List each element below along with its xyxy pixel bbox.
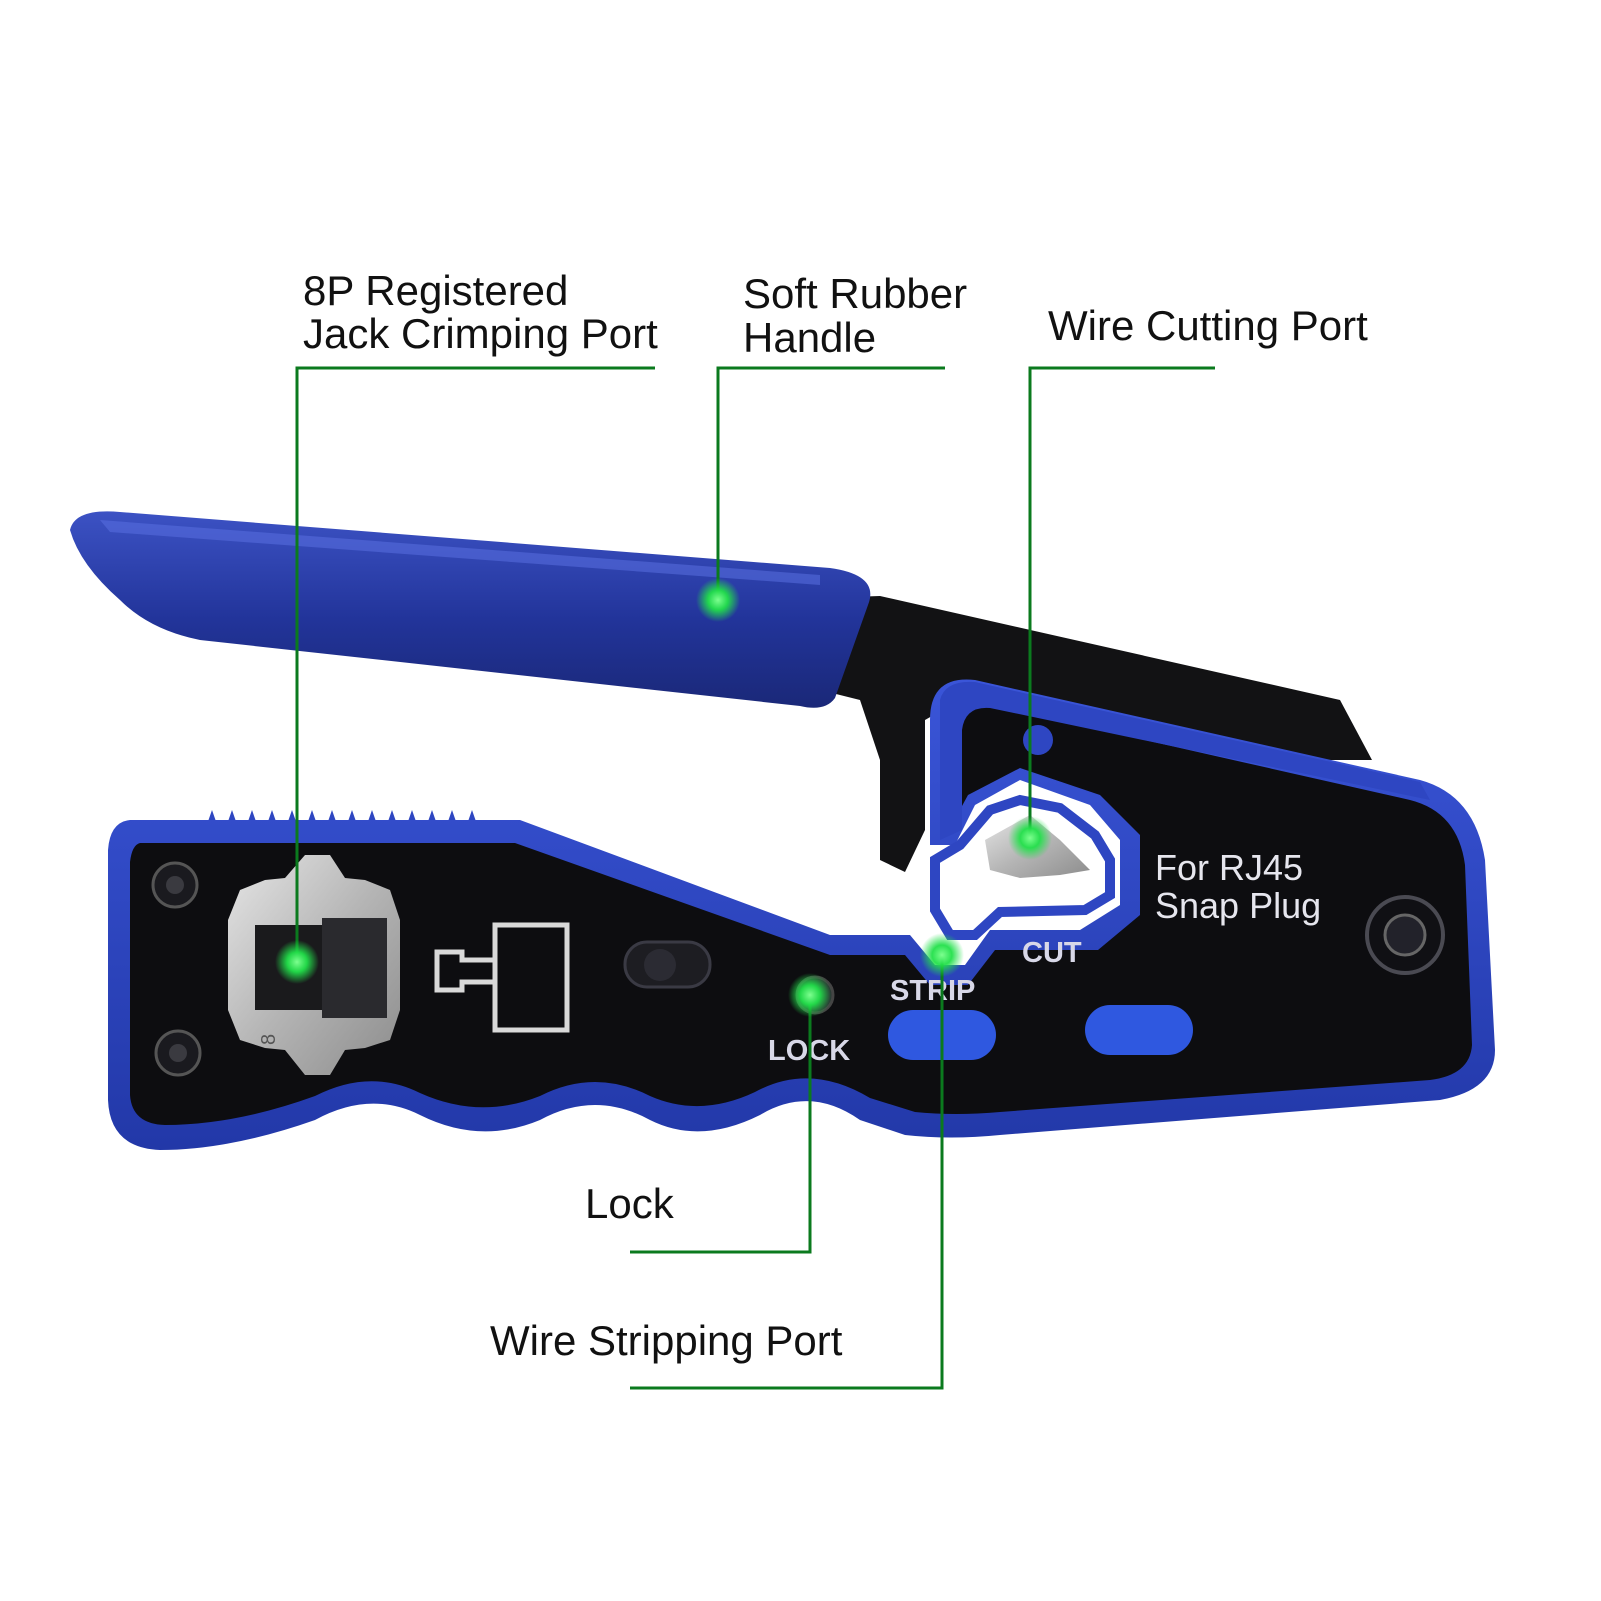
leader-handle — [716, 366, 945, 600]
cutting-jaw-frame — [940, 681, 1430, 840]
leader-crimp-port — [295, 366, 655, 962]
marker-lock — [788, 973, 832, 1017]
callout-markers — [275, 578, 1052, 1017]
screw-top-left — [151, 861, 199, 909]
label-stripping-port: Wire Stripping Port — [490, 1317, 843, 1364]
leader-cutting-port — [1028, 366, 1215, 838]
label-handle-line1: Soft Rubber — [743, 270, 967, 317]
rj-port-outline — [434, 922, 570, 1033]
leader-lock — [630, 995, 812, 1254]
screw-bottom-left — [154, 1029, 202, 1077]
upper-handle — [70, 511, 1372, 872]
marker-handle — [696, 578, 740, 622]
marker-cutting-port — [1008, 816, 1052, 860]
leader-lines — [295, 366, 1215, 1390]
cut-blade-pill — [1085, 1005, 1193, 1055]
marking-for-line2: Snap Plug — [1155, 885, 1321, 926]
callout-labels: 8P Registered Jack Crimping Port Soft Ru… — [303, 267, 1368, 1364]
die-number: 8 — [258, 1034, 280, 1045]
leader-stripping-port — [630, 955, 944, 1390]
rubber-grip — [70, 511, 871, 708]
marking-strip: STRIP — [890, 975, 975, 1007]
marker-crimp-port — [275, 940, 319, 984]
rubber-grip-highlight — [100, 520, 820, 585]
label-cutting-port: Wire Cutting Port — [1048, 302, 1368, 349]
marking-cut: CUT — [1022, 937, 1082, 969]
marker-stripping-port — [920, 933, 964, 977]
marking-for-line1: For RJ45 — [1155, 847, 1303, 888]
label-crimp-port-line1: 8P Registered — [303, 267, 568, 314]
label-crimp-port-line2: Jack Crimping Port — [303, 310, 658, 357]
upper-pin — [1023, 725, 1053, 755]
label-lock: Lock — [585, 1180, 675, 1227]
upper-arm-metal — [820, 596, 1372, 872]
label-handle-line2: Handle — [743, 314, 876, 361]
slider-knob — [644, 949, 676, 981]
pivot-screw — [1365, 895, 1445, 975]
